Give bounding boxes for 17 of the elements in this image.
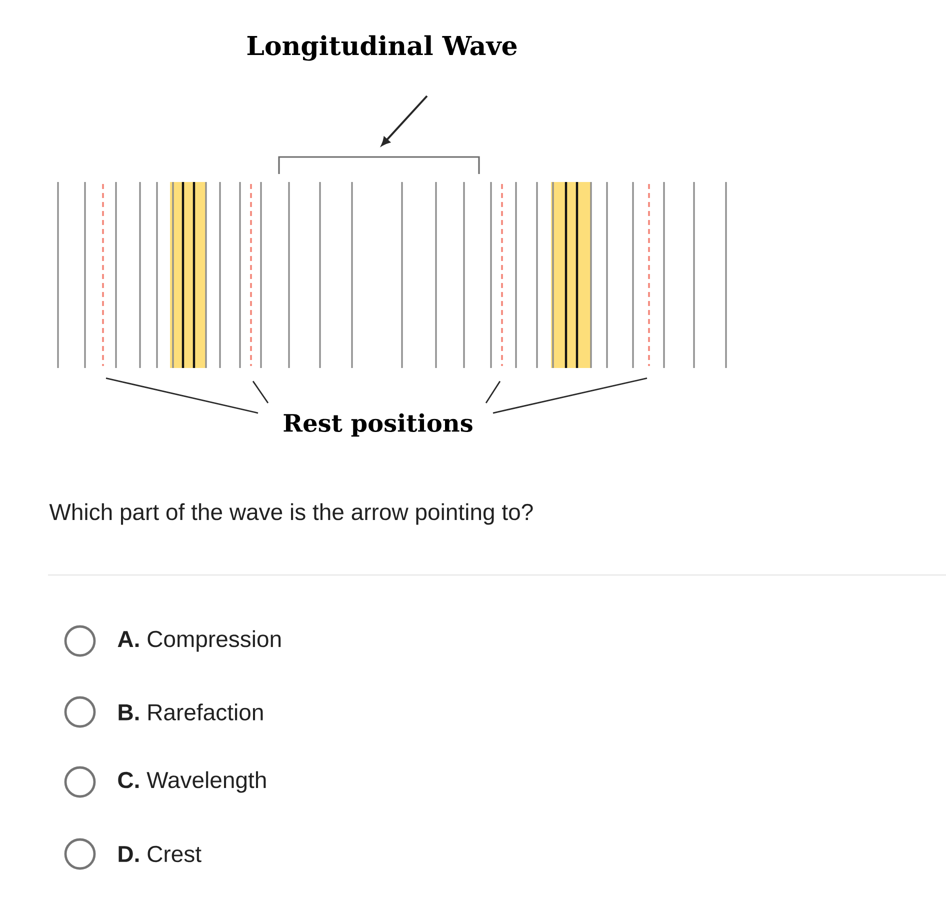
leader-line: [106, 378, 258, 414]
rest-position-line: [501, 184, 503, 366]
option-text: C. Wavelength: [118, 771, 266, 793]
arrow: [381, 95, 428, 146]
title: Longitudinal Wave: [247, 35, 517, 61]
rest-position-line: [648, 184, 650, 366]
question-text: Which part of the wave is the arrow pointing to?: [49, 503, 533, 525]
option-text: A. Compression: [118, 630, 281, 652]
rest-position-line: [250, 184, 252, 366]
bracket: [278, 156, 480, 174]
callout-text: Rest positions: [284, 413, 472, 437]
rest-position-line: [102, 184, 104, 366]
option-text: D. Crest: [118, 846, 202, 862]
leader-line: [485, 380, 501, 404]
leader-line: [492, 378, 648, 414]
leader-line: [252, 380, 269, 404]
option-text: B. Rarefaction: [118, 704, 263, 720]
